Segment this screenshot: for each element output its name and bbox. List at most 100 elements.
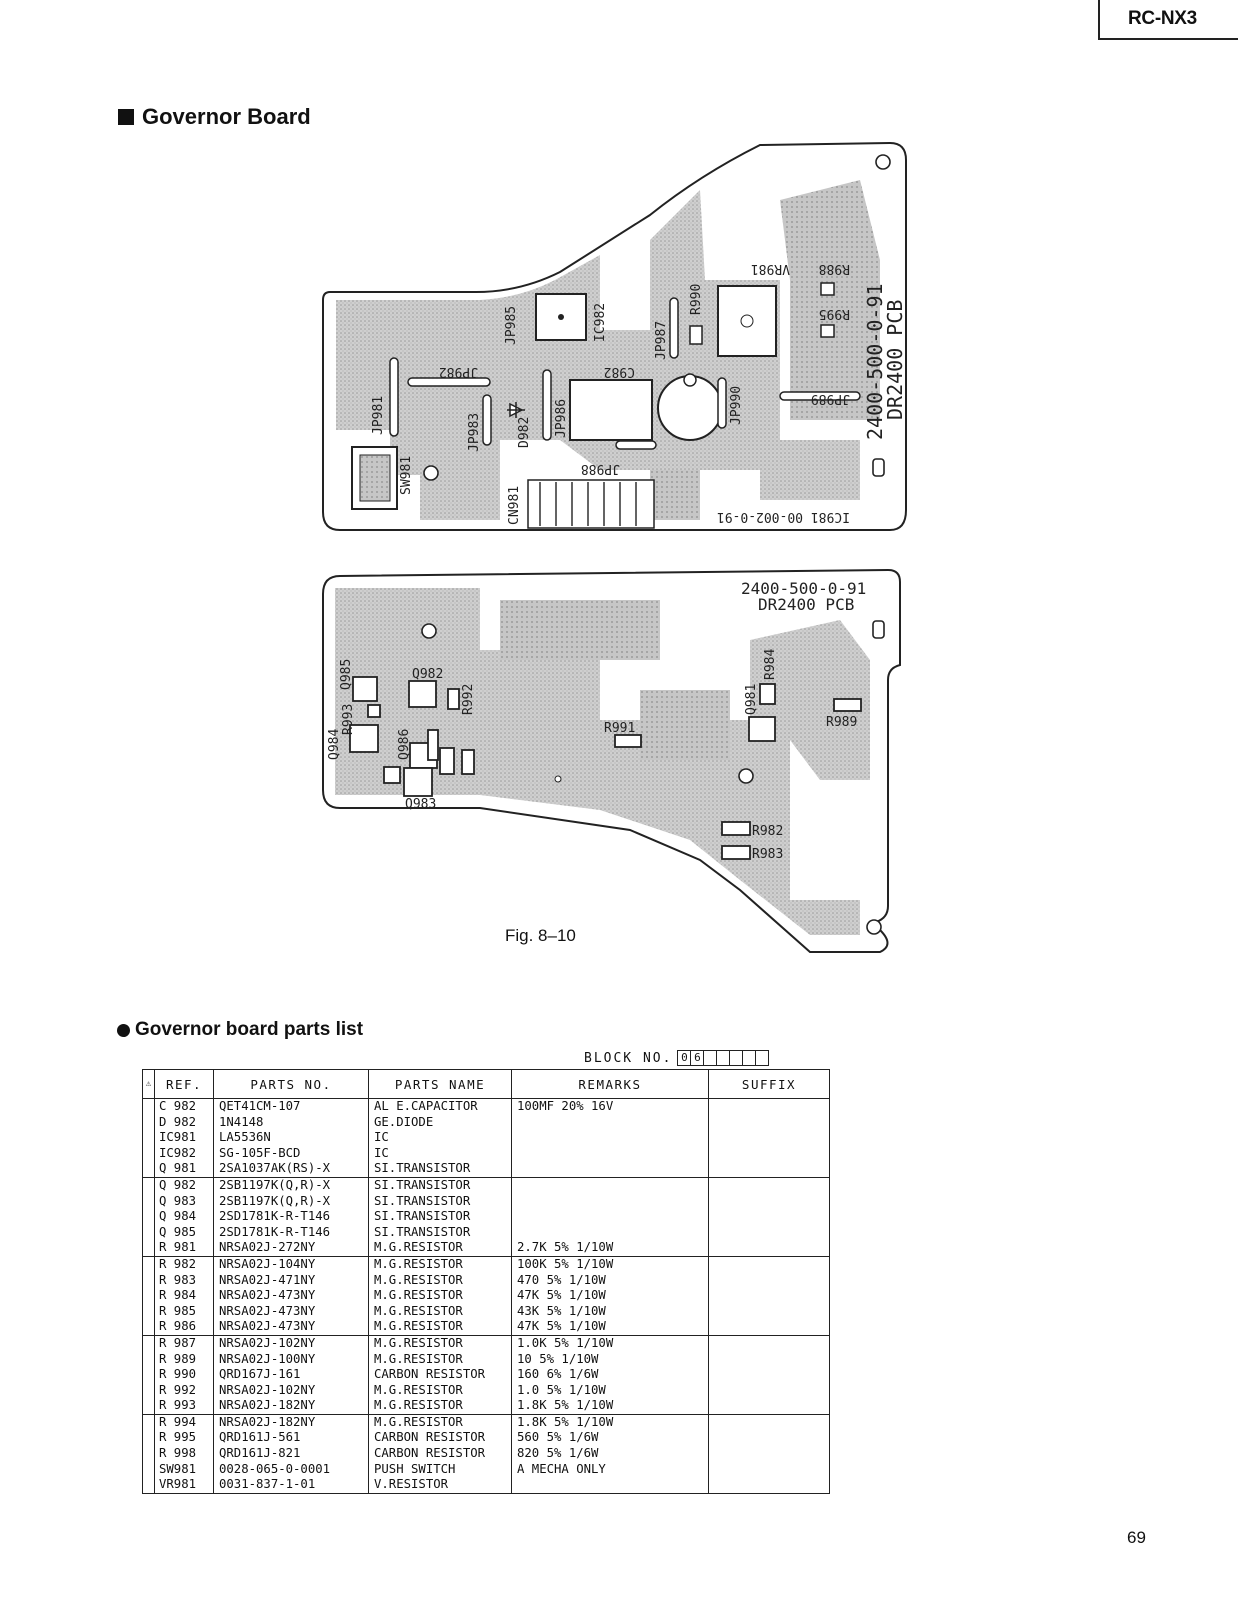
block-label: BLOCK NO.: [584, 1050, 673, 1066]
label-q983: Q983: [405, 797, 436, 812]
cell-warn: [142, 1272, 155, 1289]
cell-part: NRSA02J-182NY: [213, 1413, 369, 1431]
cell-suffix: [708, 1319, 830, 1336]
cell-part: NRSA02J-471NY: [213, 1272, 369, 1289]
label-jp989: JP989: [811, 391, 850, 406]
cell-part: 2SD1781K-R-T146: [213, 1209, 369, 1225]
cell-warn: [142, 1098, 155, 1115]
label-sw981: SW981: [399, 456, 414, 495]
cell-remarks: 470 5% 1/10W: [511, 1272, 709, 1289]
cell-part: LA5536N: [213, 1130, 369, 1146]
cell-remarks: 43K 5% 1/10W: [511, 1303, 709, 1320]
cell-warn: [142, 1398, 155, 1415]
cell-suffix: [708, 1161, 830, 1178]
label-d982: D982: [517, 417, 532, 448]
cell-warn: [142, 1193, 155, 1210]
label-c982: C982: [604, 364, 635, 379]
cell-ref: R 985: [154, 1303, 214, 1320]
cell-remarks: 560 5% 1/6W: [511, 1430, 709, 1447]
cell-suffix: [708, 1255, 830, 1273]
cell-suffix: [708, 1477, 830, 1494]
label-r984: R984: [763, 649, 778, 680]
cell-ref: R 994: [154, 1413, 214, 1431]
label-jp986: JP986: [554, 399, 569, 438]
label-jp990: JP990: [729, 386, 744, 425]
cell-ref: R 986: [154, 1319, 214, 1336]
cell-name: SI.TRANSISTOR: [368, 1193, 512, 1210]
cell-remarks: [511, 1130, 709, 1146]
cell-ref: Q 984: [154, 1209, 214, 1225]
top-board-code: 2400-500-0-91: [863, 283, 887, 440]
cell-suffix: [708, 1446, 830, 1462]
cell-ref: R 995: [154, 1430, 214, 1447]
cell-ref: R 982: [154, 1255, 214, 1273]
cell-suffix: [708, 1240, 830, 1257]
cell-suffix: [708, 1430, 830, 1447]
cell-warn: [142, 1240, 155, 1257]
table-header-row: ⚠ REF. PARTS NO. PARTS NAME REMARKS SUFF…: [142, 1069, 830, 1099]
cell-ref: Q 981: [154, 1161, 214, 1178]
cell-ref: R 998: [154, 1446, 214, 1462]
cell-ref: R 989: [154, 1351, 214, 1368]
cell-remarks: 1.0 5% 1/10W: [511, 1382, 709, 1399]
cell-remarks: 1.8K 5% 1/10W: [511, 1413, 709, 1431]
cell-ref: R 981: [154, 1240, 214, 1257]
cell-suffix: [708, 1461, 830, 1478]
cell-name: M.G.RESISTOR: [368, 1240, 512, 1257]
label-r995: R995: [819, 306, 850, 321]
cell-name: GE.DIODE: [368, 1114, 512, 1131]
cell-part: 2SA1037AK(RS)-X: [213, 1161, 369, 1178]
cell-part: SG-105F-BCD: [213, 1145, 369, 1162]
cell-remarks: 1.8K 5% 1/10W: [511, 1398, 709, 1415]
cell-ref: R 983: [154, 1272, 214, 1289]
cell-part: NRSA02J-104NY: [213, 1255, 369, 1273]
cell-part: NRSA02J-102NY: [213, 1382, 369, 1399]
label-r993: R993: [341, 704, 356, 735]
header-parts-name: PARTS NAME: [368, 1069, 512, 1099]
figure-caption: Fig. 8–10: [505, 926, 576, 945]
label-r992: R992: [461, 684, 476, 715]
parts-list-title: Governor board parts list: [117, 1019, 363, 1041]
cell-name: SI.TRANSISTOR: [368, 1224, 512, 1241]
cell-warn: [142, 1209, 155, 1225]
cell-name: M.G.RESISTOR: [368, 1382, 512, 1399]
bottom-board-name: DR2400 PCB: [758, 595, 854, 614]
cell-warn: [142, 1334, 155, 1352]
cell-suffix: [708, 1176, 830, 1194]
cell-remarks: [511, 1477, 709, 1494]
cell-part: QRD161J-561: [213, 1430, 369, 1447]
cell-remarks: [511, 1224, 709, 1241]
label-jp985: JP985: [504, 306, 519, 345]
cell-part: NRSA02J-473NY: [213, 1303, 369, 1320]
cell-ref: R 993: [154, 1398, 214, 1415]
cell-remarks: 100MF 20% 16V: [511, 1098, 709, 1115]
cell-ref: VR981: [154, 1477, 214, 1494]
cell-remarks: 2.7K 5% 1/10W: [511, 1240, 709, 1257]
block-cell: 0: [677, 1050, 692, 1066]
cell-name: IC: [368, 1130, 512, 1146]
header-suffix: SUFFIX: [708, 1069, 830, 1099]
cell-warn: [142, 1430, 155, 1447]
cell-ref: R 984: [154, 1288, 214, 1304]
cell-name: M.G.RESISTOR: [368, 1351, 512, 1368]
cell-name: CARBON RESISTOR: [368, 1367, 512, 1383]
cell-warn: [142, 1255, 155, 1273]
cell-remarks: 10 5% 1/10W: [511, 1351, 709, 1368]
label-r988: R988: [819, 261, 850, 276]
cell-name: CARBON RESISTOR: [368, 1446, 512, 1462]
cell-remarks: [511, 1145, 709, 1162]
cell-warn: [142, 1351, 155, 1368]
cell-suffix: [708, 1351, 830, 1368]
cell-name: M.G.RESISTOR: [368, 1334, 512, 1352]
cell-remarks: 100K 5% 1/10W: [511, 1255, 709, 1273]
